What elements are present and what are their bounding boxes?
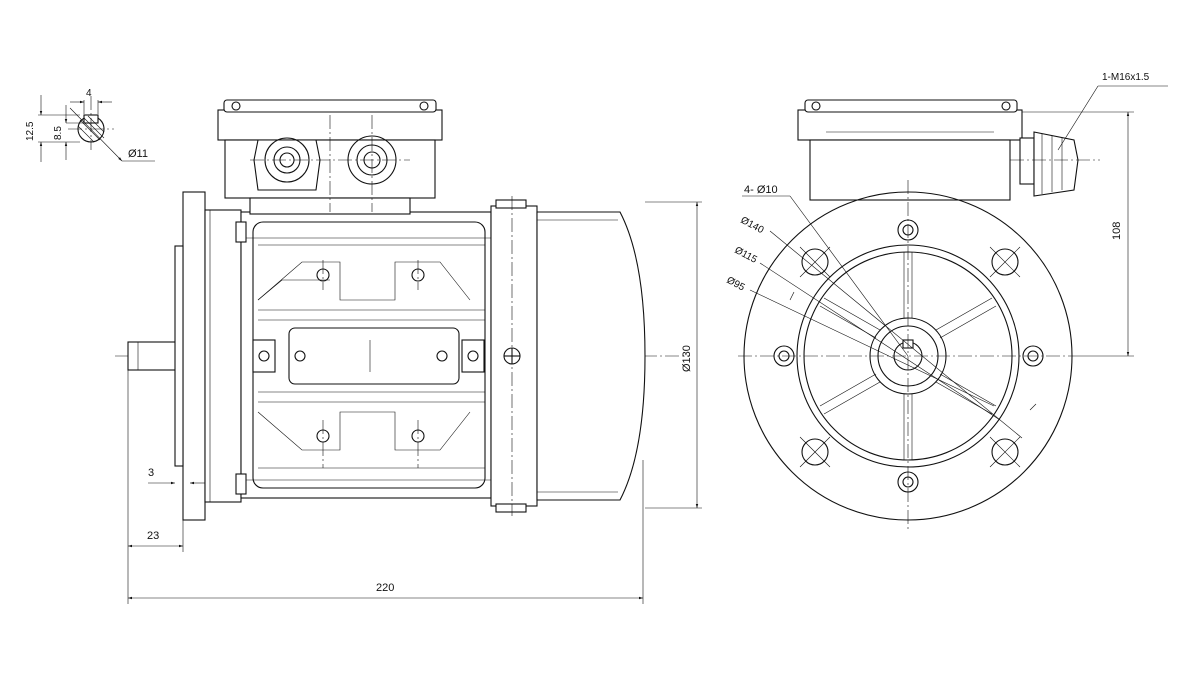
dim-overall-length: 220 (376, 582, 394, 594)
dim-bolt-holes: 4- Ø10 (744, 184, 778, 196)
dim-key-depth: 8.5 (53, 126, 64, 140)
dim-key-height: 12.5 (25, 121, 36, 141)
side-view (115, 99, 702, 604)
dim-pitch-115: Ø115 (733, 245, 759, 266)
dim-cable-gland: 1-M16x1.5 (1102, 72, 1150, 83)
dim-height-diameter: Ø130 (681, 345, 693, 372)
front-view (738, 85, 1168, 530)
dim-shaft-length: 23 (147, 530, 159, 542)
dim-key-width: 4 (86, 88, 92, 99)
dim-flange-pcd: Ø140 (739, 215, 766, 236)
dim-shaft-diameter: Ø11 (128, 148, 148, 160)
dim-spigot-95: Ø95 (725, 275, 747, 294)
shaft-key-section (38, 95, 155, 162)
dim-flange-thickness: 3 (148, 467, 154, 479)
dim-terminal-height: 108 (1111, 222, 1123, 240)
